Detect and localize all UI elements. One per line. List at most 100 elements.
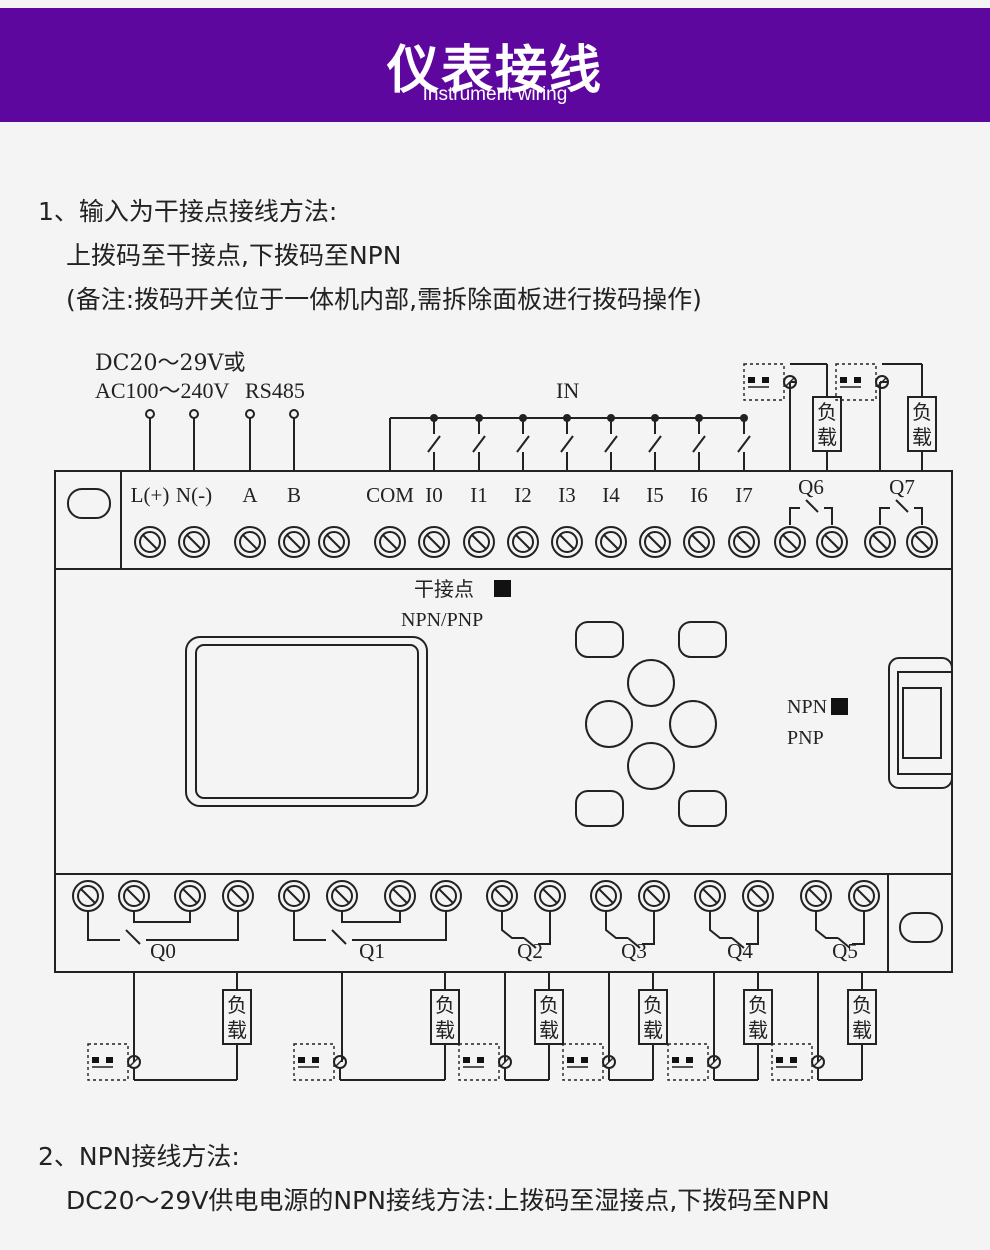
switch1-indicator [494, 580, 511, 597]
power-source-q3 [562, 1043, 616, 1081]
load-char-2: 载 [748, 1018, 768, 1042]
bottom-terminal-screw[interactable] [222, 880, 254, 912]
section1-note: (备注:拨码开关位于一体机内部,需拆除面板进行拨码操作) [66, 285, 702, 314]
top-terminal-screw[interactable] [774, 526, 806, 558]
key-up[interactable] [627, 659, 675, 707]
load-char-1: 负 [748, 993, 768, 1017]
load-box-q5: 负载 [847, 989, 877, 1045]
top-terminal-label-0: L(+) [131, 483, 170, 507]
power-label-2: AC100～240V [95, 378, 230, 403]
bottom-terminal-screw[interactable] [590, 880, 622, 912]
load-box-q0: 负载 [222, 989, 252, 1045]
key-right[interactable] [669, 700, 717, 748]
key-bottom-right[interactable] [678, 790, 727, 827]
top-terminal-screw[interactable] [551, 526, 583, 558]
section2-line1: DC20～29V供电电源的NPN接线方法:上拨码至湿接点,下拨码至NPN [66, 1186, 830, 1215]
top-terminal-screw[interactable] [906, 526, 938, 558]
key-left[interactable] [585, 700, 633, 748]
power-source-q0 [87, 1043, 141, 1081]
key-down[interactable] [627, 742, 675, 790]
top-terminal-label-4: COM [366, 483, 414, 507]
bottom-terminal-screw[interactable] [384, 880, 416, 912]
top-terminal-screw[interactable] [864, 526, 896, 558]
power-label-1: DC20～29V或 [95, 351, 245, 376]
top-terminal-screw[interactable] [318, 526, 350, 558]
load-box-q2: 负载 [534, 989, 564, 1045]
top-terminal-screw[interactable] [683, 526, 715, 558]
mount-slot-bottom [899, 912, 943, 943]
load-char-2: 载 [912, 425, 932, 449]
bottom-terminal-screw[interactable] [800, 880, 832, 912]
key-top-left[interactable] [575, 621, 624, 658]
top-terminal-screw[interactable] [728, 526, 760, 558]
top-terminal-label-1: N(-) [176, 483, 212, 507]
bottom-terminal-screw[interactable] [848, 880, 880, 912]
top-terminal-screw[interactable] [507, 526, 539, 558]
top-terminal-label-2: A [242, 483, 258, 507]
lcd-screen [185, 636, 428, 807]
load-box-q1: 负载 [430, 989, 460, 1045]
load-box-q6: 负载 [812, 396, 842, 452]
output-label-5: Q5 [832, 939, 858, 963]
bottom-terminal-screw[interactable] [326, 880, 358, 912]
header-banner: 仪表接线 Instrument wiring [0, 8, 990, 122]
load-char-1: 负 [852, 993, 872, 1017]
load-char-2: 载 [539, 1018, 559, 1042]
rs485-label: RS485 [245, 378, 305, 403]
key-bottom-left[interactable] [575, 790, 624, 827]
bottom-terminal-screw[interactable] [638, 880, 670, 912]
header-subtitle: Instrument wiring [422, 84, 568, 105]
top-terminal-screw[interactable] [639, 526, 671, 558]
top-terminal-label-7: I2 [514, 483, 532, 507]
switch2-label-1: NPN [787, 696, 827, 718]
key-top-right[interactable] [678, 621, 727, 658]
output-label-2: Q2 [517, 939, 543, 963]
load-char-1: 负 [643, 993, 663, 1017]
section1-line1: 上拨码至干接点,下拨码至NPN [66, 241, 402, 270]
load-char-2: 载 [643, 1018, 663, 1042]
top-terminal-label-8: I3 [558, 483, 576, 507]
load-char-2: 载 [852, 1018, 872, 1042]
top-terminal-screw[interactable] [418, 526, 450, 558]
top-terminal-screw[interactable] [234, 526, 266, 558]
bottom-terminal-screw[interactable] [278, 880, 310, 912]
load-char-2: 载 [435, 1018, 455, 1042]
bottom-terminal-screw[interactable] [486, 880, 518, 912]
mount-slot-top [67, 488, 111, 519]
top-terminal-screw[interactable] [374, 526, 406, 558]
top-terminal-screw[interactable] [178, 526, 210, 558]
power-source-q5 [771, 1043, 825, 1081]
top-terminal-label-14: Q7 [889, 475, 915, 499]
switch2-indicator [831, 698, 848, 715]
power-source-q2 [458, 1043, 512, 1081]
load-box-q3: 负载 [638, 989, 668, 1045]
load-char-2: 载 [817, 425, 837, 449]
device-middle [54, 568, 953, 875]
switch1-label-2: NPN/PNP [401, 609, 483, 631]
load-char-2: 载 [227, 1018, 247, 1042]
top-terminal-label-5: I0 [425, 483, 443, 507]
bottom-terminal-screw[interactable] [742, 880, 774, 912]
output-label-0: Q0 [150, 939, 176, 963]
top-terminal-label-13: Q6 [798, 475, 824, 499]
top-terminal-screw[interactable] [463, 526, 495, 558]
top-terminal-screw[interactable] [278, 526, 310, 558]
output-label-3: Q3 [621, 939, 647, 963]
load-char-1: 负 [817, 400, 837, 424]
load-char-1: 负 [227, 993, 247, 1017]
header-title: 仪表接线 [386, 41, 603, 101]
bottom-terminal-screw[interactable] [118, 880, 150, 912]
top-terminal-screw[interactable] [134, 526, 166, 558]
bottom-terminal-screw[interactable] [534, 880, 566, 912]
bottom-terminal-screw[interactable] [72, 880, 104, 912]
bottom-terminal-screw[interactable] [174, 880, 206, 912]
device-bottom-strip [54, 873, 953, 973]
top-terminal-screw[interactable] [595, 526, 627, 558]
top-terminal-label-12: I7 [735, 483, 753, 507]
load-char-1: 负 [539, 993, 559, 1017]
bottom-terminal-screw[interactable] [430, 880, 462, 912]
output-label-1: Q1 [359, 939, 385, 963]
bottom-terminal-screw[interactable] [694, 880, 726, 912]
top-terminal-screw[interactable] [816, 526, 848, 558]
